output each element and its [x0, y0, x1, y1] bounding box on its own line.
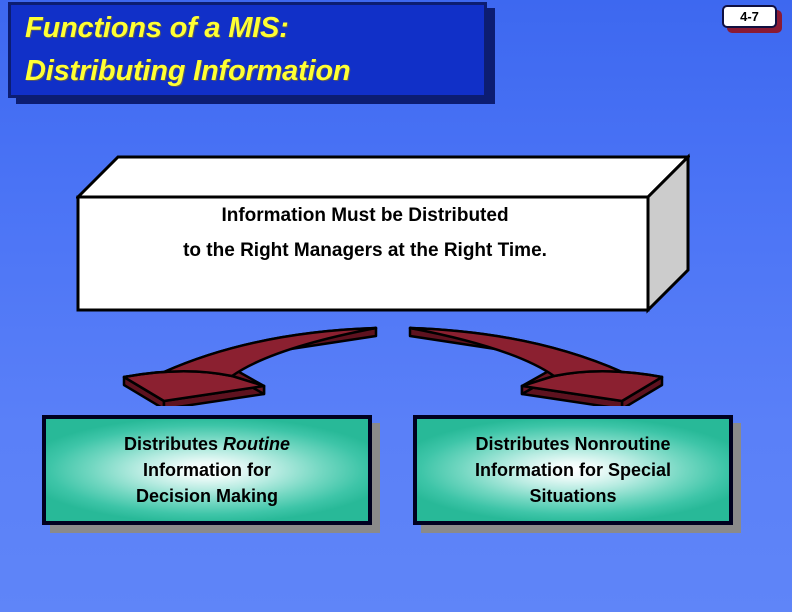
page-title-line-1: Functions of a MIS:	[25, 12, 289, 44]
routine-box: Distributes Routine Information for Deci…	[42, 415, 372, 525]
curved-arrow-down-right-icon	[408, 326, 664, 406]
nonroutine-box-text: Distributes Nonroutine Information for S…	[469, 431, 677, 509]
statement-cube: Information Must be Distributed to the R…	[76, 152, 690, 314]
statement-line-1: Information Must be Distributed	[221, 205, 509, 226]
statement-line-2: to the Right Managers at the Right Time.	[183, 240, 547, 261]
statement-text: Information Must be Distributed to the R…	[84, 198, 646, 268]
curved-arrow-down-left-icon	[122, 326, 378, 406]
nonroutine-line-3: Situations	[529, 486, 617, 506]
page-title-line-2: Distributing Information	[25, 55, 351, 87]
routine-line-1-pre: Distributes	[123, 434, 224, 454]
cube-shape	[76, 153, 690, 314]
routine-line-1-emphasis: Routine	[223, 434, 291, 454]
title-box: Functions of a MIS: Distributing Informa…	[8, 2, 487, 98]
routine-line-1: Distributes Routine	[124, 431, 290, 457]
slide-number-badge: 4-7	[722, 5, 777, 28]
routine-line-3: Decision Making	[135, 486, 279, 506]
nonroutine-line-2: Information for Special	[474, 460, 672, 480]
routine-line-2: Information for	[143, 460, 271, 480]
nonroutine-box: Distributes Nonroutine Information for S…	[413, 415, 733, 525]
nonroutine-line-1: Distributes Nonroutine	[475, 434, 671, 454]
routine-box-text: Distributes Routine Information for Deci…	[118, 431, 296, 509]
slide-number-text: 4-7	[740, 9, 759, 24]
